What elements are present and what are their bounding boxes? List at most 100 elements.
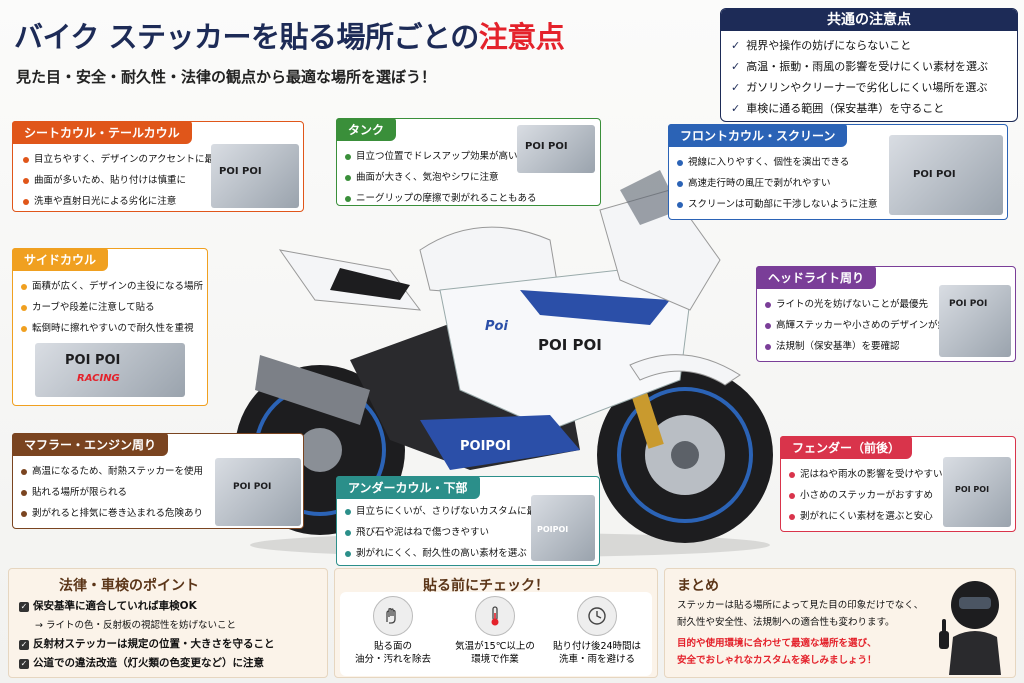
front-rim [617, 387, 753, 523]
page-title: バイク ステッカーを貼る場所ごとの注意点 [14, 14, 565, 56]
front-fender [629, 354, 741, 386]
bullet-icon [21, 468, 27, 475]
summary-highlight: 安全でおしゃれなカスタムを楽しみましょう！ [677, 655, 877, 666]
fairing-stripe [520, 290, 670, 325]
wipe-hand-icon [373, 596, 413, 636]
headlight-thumbnail: POI POI [939, 285, 1011, 357]
muffler-thumbnail: POI POI [215, 458, 301, 526]
list-item: 視線に入りやすく、個性を演出できる [677, 152, 877, 173]
title-main: バイク ステッカーを貼る場所ごとの [14, 20, 479, 54]
bullet-icon [345, 508, 351, 515]
rider-mascot-icon [939, 581, 1001, 675]
card-seat-cowl: シートカウル・テールカウル 目立ちやすく、デザインのアクセントに最適 曲面が多い… [12, 121, 304, 212]
bullet-icon [23, 156, 29, 163]
list-item: ライトの光を妨げないことが最優先 [765, 294, 957, 315]
thumbnail-logo: POI POI [913, 169, 956, 180]
check-item: 貼る面の 油分・汚れを除去 [348, 596, 438, 666]
list-item: 曲面が大きく、気泡やシワに注意 [345, 167, 537, 188]
card-headlight: ヘッドライト周り ライトの光を妨げないことが最優先 高輝ステッカーや小さめのデザ… [756, 266, 1016, 362]
summary-highlight: 目的や使用環境に合わせて最適な場所を選び、 [677, 638, 877, 649]
front-thumbnail: POI POI [889, 135, 1003, 215]
bullet-icon [765, 343, 771, 350]
clock-icon [577, 596, 617, 636]
bullet-icon [23, 198, 29, 205]
seat-thumbnail: POI POI [211, 144, 299, 208]
fender-thumbnail: POI POI [943, 457, 1011, 527]
bullet-icon [345, 153, 351, 160]
list-item: 剥がれにくい素材を選ぶと安心 [789, 506, 943, 527]
under-thumbnail: POIPOI [531, 495, 595, 561]
list-item: 法規制（保安基準）を要確認 [765, 336, 957, 357]
bullet-icon [345, 529, 351, 536]
bullet-icon [765, 301, 771, 308]
summary-text: ステッカーは貼る場所によって見た目の印象だけでなく、 [677, 600, 924, 611]
page-subtitle: 見た目・安全・耐久性・法律の観点から最適な場所を選ぼう！ [16, 68, 437, 86]
check-items: 貼る面の 油分・汚れを除去 気温が15℃以上の 環境で作業 貼り付け後24時間は… [340, 592, 652, 676]
thumbnail-logo: POI POI [233, 482, 272, 492]
common-note-item: ✓ガソリンやクリーナーで劣化しにくい場所を選ぶ [731, 81, 988, 94]
bullet-icon [23, 177, 29, 184]
list-item: 目立ちやすく、デザインのアクセントに最適 [23, 149, 224, 170]
bullet-icon [677, 180, 683, 187]
muffler [255, 355, 370, 425]
card-under-cowl: アンダーカウル・下部 目立ちにくいが、さりげないカスタムに最適 飛び石や泥はねで… [336, 476, 600, 566]
card-tag: アンダーカウル・下部 [336, 476, 480, 499]
thumbnail-logo: POI POI [219, 166, 262, 177]
list-item: 洗車や直射日光による劣化に注意 [23, 191, 224, 212]
card-tank: タンク 目立つ位置でドレスアップ効果が高い 曲面が大きく、気泡やシワに注意 ニー… [336, 118, 601, 206]
card-front-cowl: フロントカウル・スクリーン 視線に入りやすく、個性を演出できる 高速走行時の風圧… [668, 124, 1008, 220]
bullet-icon [789, 513, 795, 520]
bullet-icon [21, 283, 27, 290]
list-item: スクリーンは可動部に干渉しないように注意 [677, 194, 877, 215]
motorcycle-illustration: POI POI POIPOI Poi [235, 170, 773, 557]
common-notes-box: 共通の注意点 ✓視界や操作の妨げにならないこと ✓高温・振動・雨風の影響を受けに… [720, 8, 1018, 122]
bike-logo-under: POIPOI [460, 439, 511, 454]
bullet-icon [789, 471, 795, 478]
card-tag: ヘッドライト周り [756, 266, 877, 289]
common-note-item: ✓車検に通る範囲（保安基準）を守ること [731, 102, 945, 115]
windscreen [620, 170, 680, 225]
seat [330, 268, 410, 300]
card-tag: タンク [336, 118, 397, 141]
summary-panel: まとめ ステッカーは貼る場所によって見た目の印象だけでなく、 耐久性や安全性、法… [664, 568, 1016, 678]
check-icon: ✓ [731, 81, 741, 94]
check-item: 貼り付け後24時間は 洗車・雨を避ける [552, 596, 642, 666]
card-tag: シートカウル・テールカウル [12, 121, 192, 144]
bullet-icon [21, 489, 27, 496]
side-thumbnail: POI POI RACING [35, 343, 185, 397]
list-item: ✓反射材ステッカーは規定の位置・大きさを守ること [19, 638, 275, 650]
card-tag: フェンダー（前後） [780, 436, 913, 459]
list-item: → ライトの色・反射板の視認性を妨げないこと [35, 620, 236, 631]
check-icon: ✓ [731, 102, 741, 115]
law-panel: 法律・車検のポイント ✓保安基準に適合していれば車検OK → ライトの色・反射板… [8, 568, 328, 678]
checkbox-icon: ✓ [19, 602, 29, 612]
list-item: 目立つ位置でドレスアップ効果が高い [345, 146, 537, 167]
list-item: カーブや段差に注意して貼る [21, 297, 203, 318]
check-icon: ✓ [731, 39, 741, 52]
list-item: 泥はねや雨水の影響を受けやすい [789, 464, 943, 485]
list-item: 貼れる場所が限られる [21, 482, 203, 503]
bullet-icon [765, 322, 771, 329]
rear-hub [298, 428, 342, 472]
thumbnail-logo-racing: RACING [77, 373, 120, 384]
list-item: 小さめのステッカーがおすすめ [789, 485, 943, 506]
thumbnail-logo: POI POI [949, 299, 988, 309]
bullet-icon [345, 550, 351, 557]
summary-text: 耐久性や安全性、法規制への適合性も変わります。 [677, 617, 895, 628]
title-accent: 注意点 [478, 20, 565, 54]
list-item: 高輝ステッカーや小さめのデザインが無難 [765, 315, 957, 336]
summary-header: まとめ [677, 578, 719, 594]
thumbnail-logo: POI POI [955, 485, 990, 494]
under-cowl [420, 415, 580, 470]
list-item: ✓公道での違法改造（灯火類の色変更など）に注意 [19, 657, 264, 669]
common-note-item: ✓高温・振動・雨風の影響を受けにくい素材を選ぶ [731, 60, 988, 73]
list-item: 転倒時に擦れやすいので耐久性を重視 [21, 318, 203, 339]
bullet-icon [345, 195, 351, 202]
thumbnail-logo: POI POI [65, 353, 121, 368]
bullet-icon [21, 325, 27, 332]
list-item: 高温になるため、耐熱ステッカーを使用 [21, 461, 203, 482]
list-item: 面積が広く、デザインの主役になる場所 [21, 276, 203, 297]
list-item: 曲面が多いため、貼り付けは慎重に [23, 170, 224, 191]
card-tag: マフラー・エンジン周り [12, 433, 169, 456]
law-header: 法律・車検のポイント [59, 578, 199, 594]
